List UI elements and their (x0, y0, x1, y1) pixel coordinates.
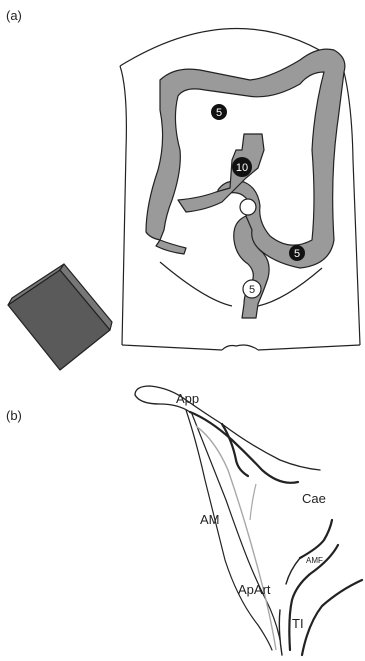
label-apart: ApArt (238, 582, 271, 597)
marker-2: 10 (232, 157, 252, 177)
colon (146, 49, 345, 318)
svg-text:5: 5 (216, 107, 222, 119)
label-cae: Cae (302, 491, 326, 506)
marker-4: 5 (243, 280, 261, 298)
marker-1: 5 (211, 104, 227, 120)
label-am: AM (200, 512, 220, 527)
label-ti: TI (292, 616, 304, 631)
svg-text:5: 5 (249, 284, 255, 296)
svg-text:10: 10 (236, 162, 248, 174)
appendix-drawing (135, 386, 362, 655)
panel-b-label: (b) (6, 408, 22, 423)
label-amf: AMF (306, 556, 323, 565)
umbilicus-circle (240, 199, 256, 215)
panel-a-label: (a) (6, 8, 22, 23)
label-app: App (176, 391, 199, 406)
ultrasound-probe (8, 264, 112, 370)
marker-3: 5 (289, 245, 305, 261)
svg-text:5: 5 (294, 248, 300, 260)
artery-branch (250, 484, 256, 520)
